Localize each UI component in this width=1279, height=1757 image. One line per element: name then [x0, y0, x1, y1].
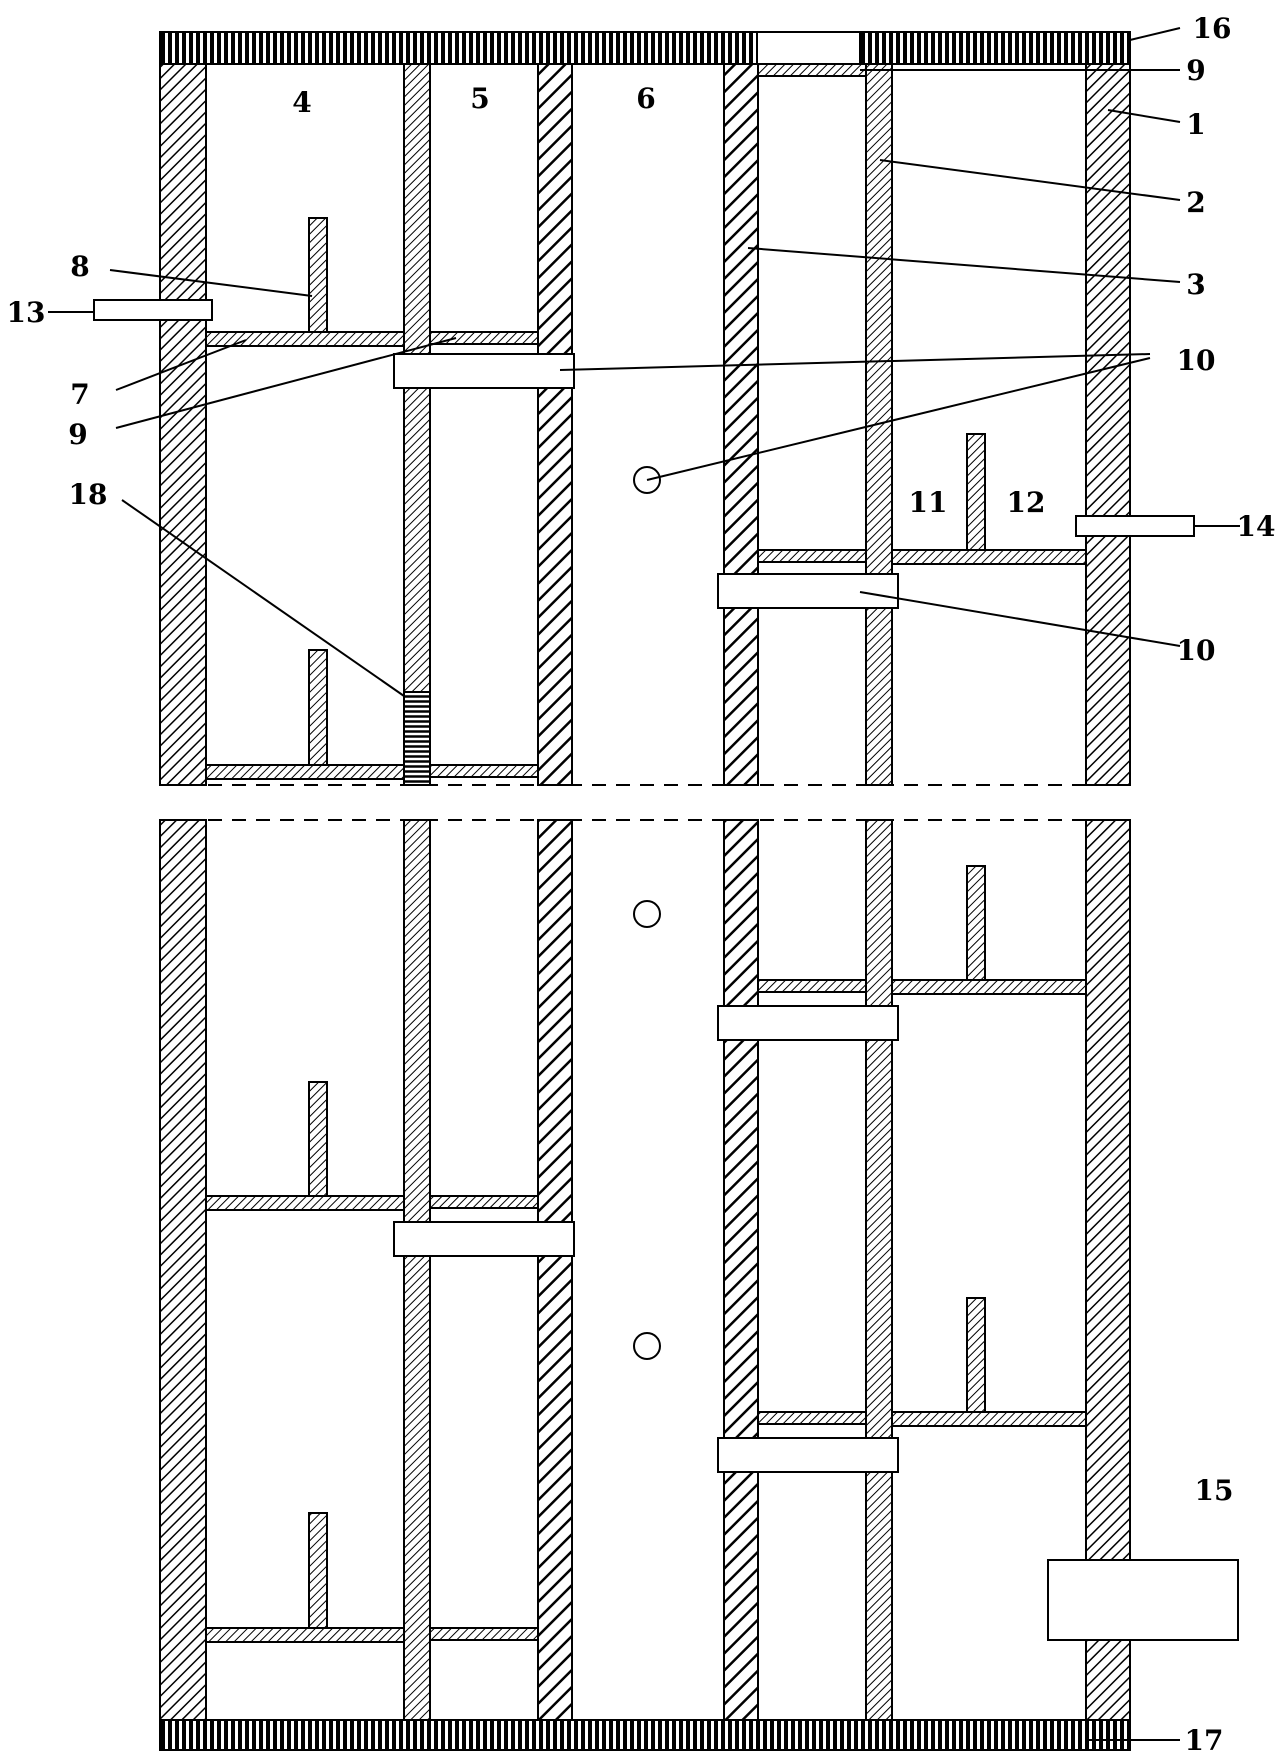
chamber-holes: [633, 466, 661, 1360]
top-partition-plate: [757, 63, 867, 77]
inner-wall-2: [403, 63, 893, 1721]
top-cover-plate: [159, 31, 1131, 65]
label-7: 7: [70, 378, 89, 411]
label-15: 15: [1195, 1474, 1234, 1507]
label-5: 5: [470, 82, 489, 115]
label-14: 14: [1237, 510, 1276, 543]
label-13: 13: [7, 296, 46, 329]
label-6: 6: [636, 82, 655, 115]
connector-tubes: [393, 353, 899, 1473]
label-8: 8: [70, 250, 89, 283]
label-17: 17: [1185, 1724, 1224, 1757]
label-18: 18: [69, 478, 108, 511]
right-baffles: [757, 433, 1087, 1427]
label-10-upper: 10: [1177, 344, 1216, 377]
label-3: 3: [1186, 268, 1205, 301]
left-baffles: [205, 217, 539, 1643]
inlet-pipe: [93, 299, 213, 321]
label-10-lower: 10: [1177, 634, 1216, 667]
leader-lines: [48, 27, 1240, 1741]
label-9-top: 9: [1186, 54, 1205, 87]
inner-wall-3: [537, 63, 759, 1721]
outlet-pipe: [1075, 515, 1195, 537]
bottom-base-plate: [159, 1719, 1131, 1751]
label-11: 11: [909, 486, 948, 519]
label-9-left: 9: [68, 418, 87, 451]
side-box: [1047, 1559, 1239, 1641]
label-1: 1: [1186, 108, 1205, 141]
part-labels: 16 9 1 2 3 4 5 6 7 8 9 10 10 11 12 13 14…: [7, 12, 1276, 1757]
label-4: 4: [292, 86, 311, 119]
label-12: 12: [1007, 486, 1046, 519]
label-2: 2: [1186, 186, 1205, 219]
label-16: 16: [1193, 12, 1232, 45]
